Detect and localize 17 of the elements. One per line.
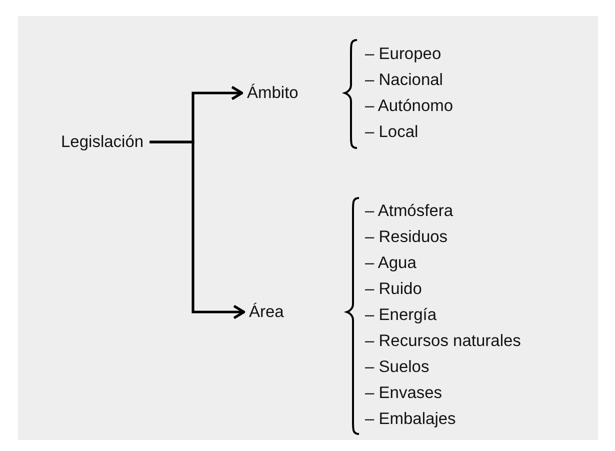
list-item: – Ruido [365, 279, 422, 299]
list-item: – Envases [365, 383, 442, 403]
list-item: – Residuos [365, 227, 448, 247]
list-item: – Europeo [365, 44, 442, 64]
list-item: – Embalajes [365, 409, 456, 429]
root-label: Legislación [61, 132, 144, 152]
list-item: – Energía [365, 305, 437, 325]
list-item: – Local [365, 122, 418, 142]
list-item: – Atmósfera [365, 201, 454, 221]
list-item: – Nacional [365, 70, 443, 90]
list-item: – Agua [365, 253, 416, 273]
list-item: – Autónomo [365, 96, 454, 116]
list-item: – Recursos naturales [365, 331, 521, 351]
branch-label: Ámbito [247, 83, 298, 103]
arrow [150, 140, 246, 320]
list-item: – Suelos [365, 357, 430, 377]
branch-label: Área [249, 302, 284, 322]
